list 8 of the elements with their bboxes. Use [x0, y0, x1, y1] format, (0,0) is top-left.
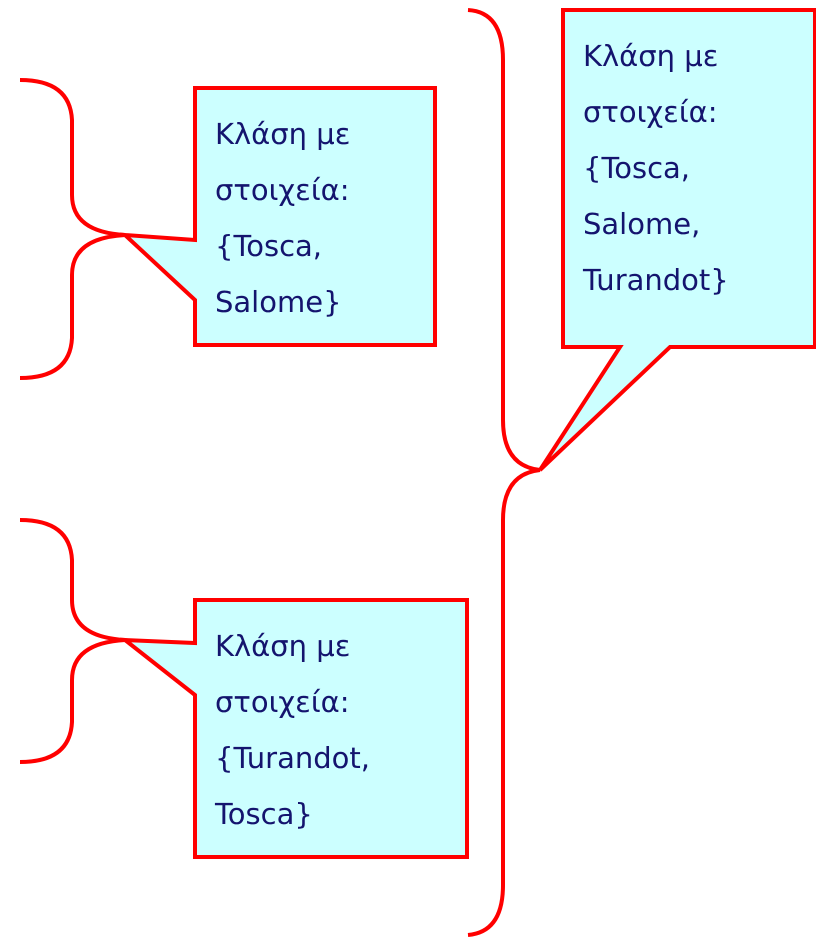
- set-text: {Tosca, Salome, Turandot}: [583, 150, 730, 299]
- heading-text: Κλάση με στοιχεία:: [215, 628, 352, 721]
- heading-text: Κλάση με στοιχεία:: [215, 116, 352, 209]
- heading-text: Κλάση με στοιχεία:: [583, 38, 720, 131]
- set-text: {Tosca, Salome}: [215, 228, 343, 321]
- speech-bubble: [120, 598, 472, 860]
- set-text: {Turandot, Tosca}: [215, 740, 371, 833]
- speech-bubble: [120, 86, 440, 348]
